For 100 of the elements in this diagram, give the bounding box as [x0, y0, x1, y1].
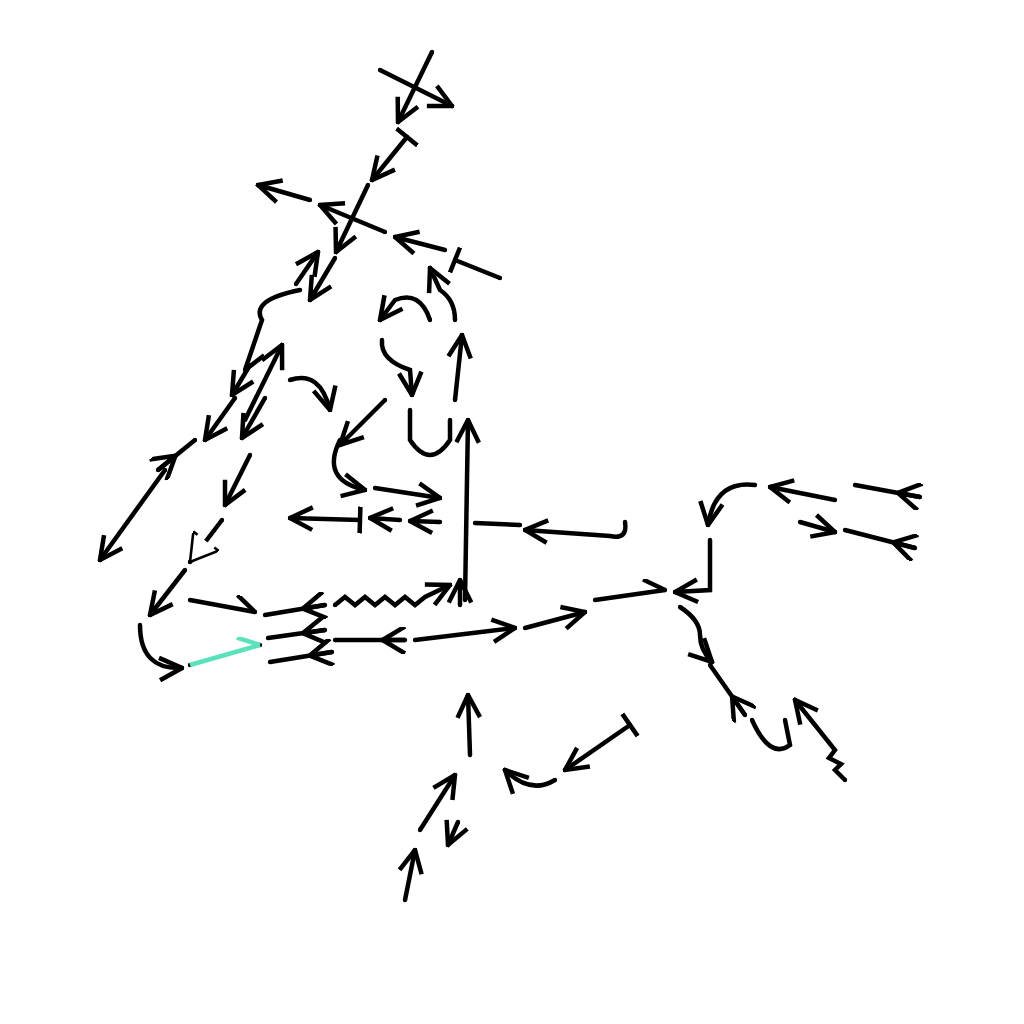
junction-point	[467, 752, 473, 758]
arrow	[229, 363, 256, 398]
arrow	[307, 256, 337, 303]
arrow	[293, 249, 321, 286]
arrow	[407, 508, 441, 536]
arrow	[767, 478, 836, 505]
junction-point	[522, 625, 528, 631]
arrow	[379, 68, 455, 109]
arrow	[367, 506, 401, 533]
junction-point	[377, 67, 383, 73]
arrow	[426, 265, 458, 321]
junction-point	[332, 637, 338, 643]
junction-point	[252, 609, 258, 615]
arrow	[854, 481, 925, 513]
junction-point	[429, 49, 435, 55]
junction-point	[472, 520, 478, 526]
junction-point	[797, 519, 803, 525]
arrow	[524, 604, 588, 631]
junction-point	[462, 597, 468, 603]
arrow	[239, 396, 267, 441]
junction-point	[707, 662, 713, 668]
junction-point	[842, 777, 848, 783]
junction-point	[219, 517, 225, 523]
arrow	[137, 624, 185, 682]
junction-point	[332, 255, 338, 261]
junction-point	[332, 602, 338, 608]
junction-point	[427, 317, 433, 323]
junction-point	[187, 597, 193, 603]
junction-point	[832, 497, 838, 503]
arrow	[699, 482, 756, 528]
junction-point	[192, 437, 198, 443]
arrow	[369, 126, 420, 183]
arrow	[414, 617, 518, 645]
junction-point	[442, 247, 448, 253]
arrow	[392, 229, 446, 256]
junction-point	[782, 717, 788, 723]
junction-point	[517, 522, 523, 528]
junction-point	[257, 642, 263, 648]
junction-point	[187, 559, 193, 565]
junction-point	[742, 712, 748, 718]
arrow	[455, 692, 483, 756]
arrow	[377, 293, 433, 323]
arrow	[147, 568, 187, 618]
junction-point	[293, 281, 299, 287]
junction-point	[322, 602, 328, 608]
junction-point	[262, 395, 268, 401]
junction-point	[287, 377, 293, 383]
junction-point	[297, 287, 303, 293]
arrow	[335, 624, 408, 656]
arrow	[264, 589, 330, 621]
arrow	[454, 417, 482, 601]
arrow	[289, 375, 337, 413]
arrow	[202, 396, 237, 443]
junction-point	[437, 519, 443, 525]
junction-point	[242, 417, 248, 423]
arrow	[678, 605, 715, 665]
junction-point	[455, 819, 461, 825]
junction-point	[749, 717, 755, 723]
junction-point	[397, 517, 403, 523]
junction-point	[232, 395, 238, 401]
arrow	[444, 817, 470, 848]
junction-point	[402, 637, 408, 643]
arrow	[97, 468, 167, 563]
arrow	[317, 201, 386, 235]
arrow	[708, 663, 759, 725]
junction-point	[247, 452, 253, 458]
junction-point	[407, 407, 413, 413]
arrow	[333, 184, 371, 255]
junction-point	[662, 587, 668, 593]
junction-point	[379, 337, 385, 343]
junction-point	[307, 197, 313, 203]
junction-point	[417, 827, 423, 833]
junction-point	[267, 659, 273, 665]
arrow	[255, 178, 311, 205]
junction-point	[622, 519, 628, 525]
junction-point	[265, 635, 271, 641]
junction-point	[182, 567, 188, 573]
arrow	[331, 439, 368, 498]
junction-point	[457, 602, 463, 608]
arrow	[287, 504, 363, 536]
junction-point	[917, 494, 923, 500]
junction-point	[552, 777, 558, 783]
junction-point	[137, 622, 143, 628]
junction-point	[677, 604, 683, 610]
junction-point	[592, 597, 598, 603]
arrow	[374, 481, 443, 508]
arrow	[792, 697, 847, 782]
arrow	[418, 772, 458, 832]
arrow	[502, 767, 557, 796]
arrow	[243, 342, 285, 421]
junction-point	[842, 527, 848, 533]
junction-point	[912, 545, 918, 551]
junction-point	[372, 485, 378, 491]
junction-point	[382, 229, 388, 235]
junction-point	[329, 649, 335, 655]
junction-point	[155, 467, 161, 473]
arrow	[269, 636, 337, 668]
arrow	[672, 540, 713, 605]
arrow	[844, 527, 921, 564]
junction-point	[852, 482, 858, 488]
